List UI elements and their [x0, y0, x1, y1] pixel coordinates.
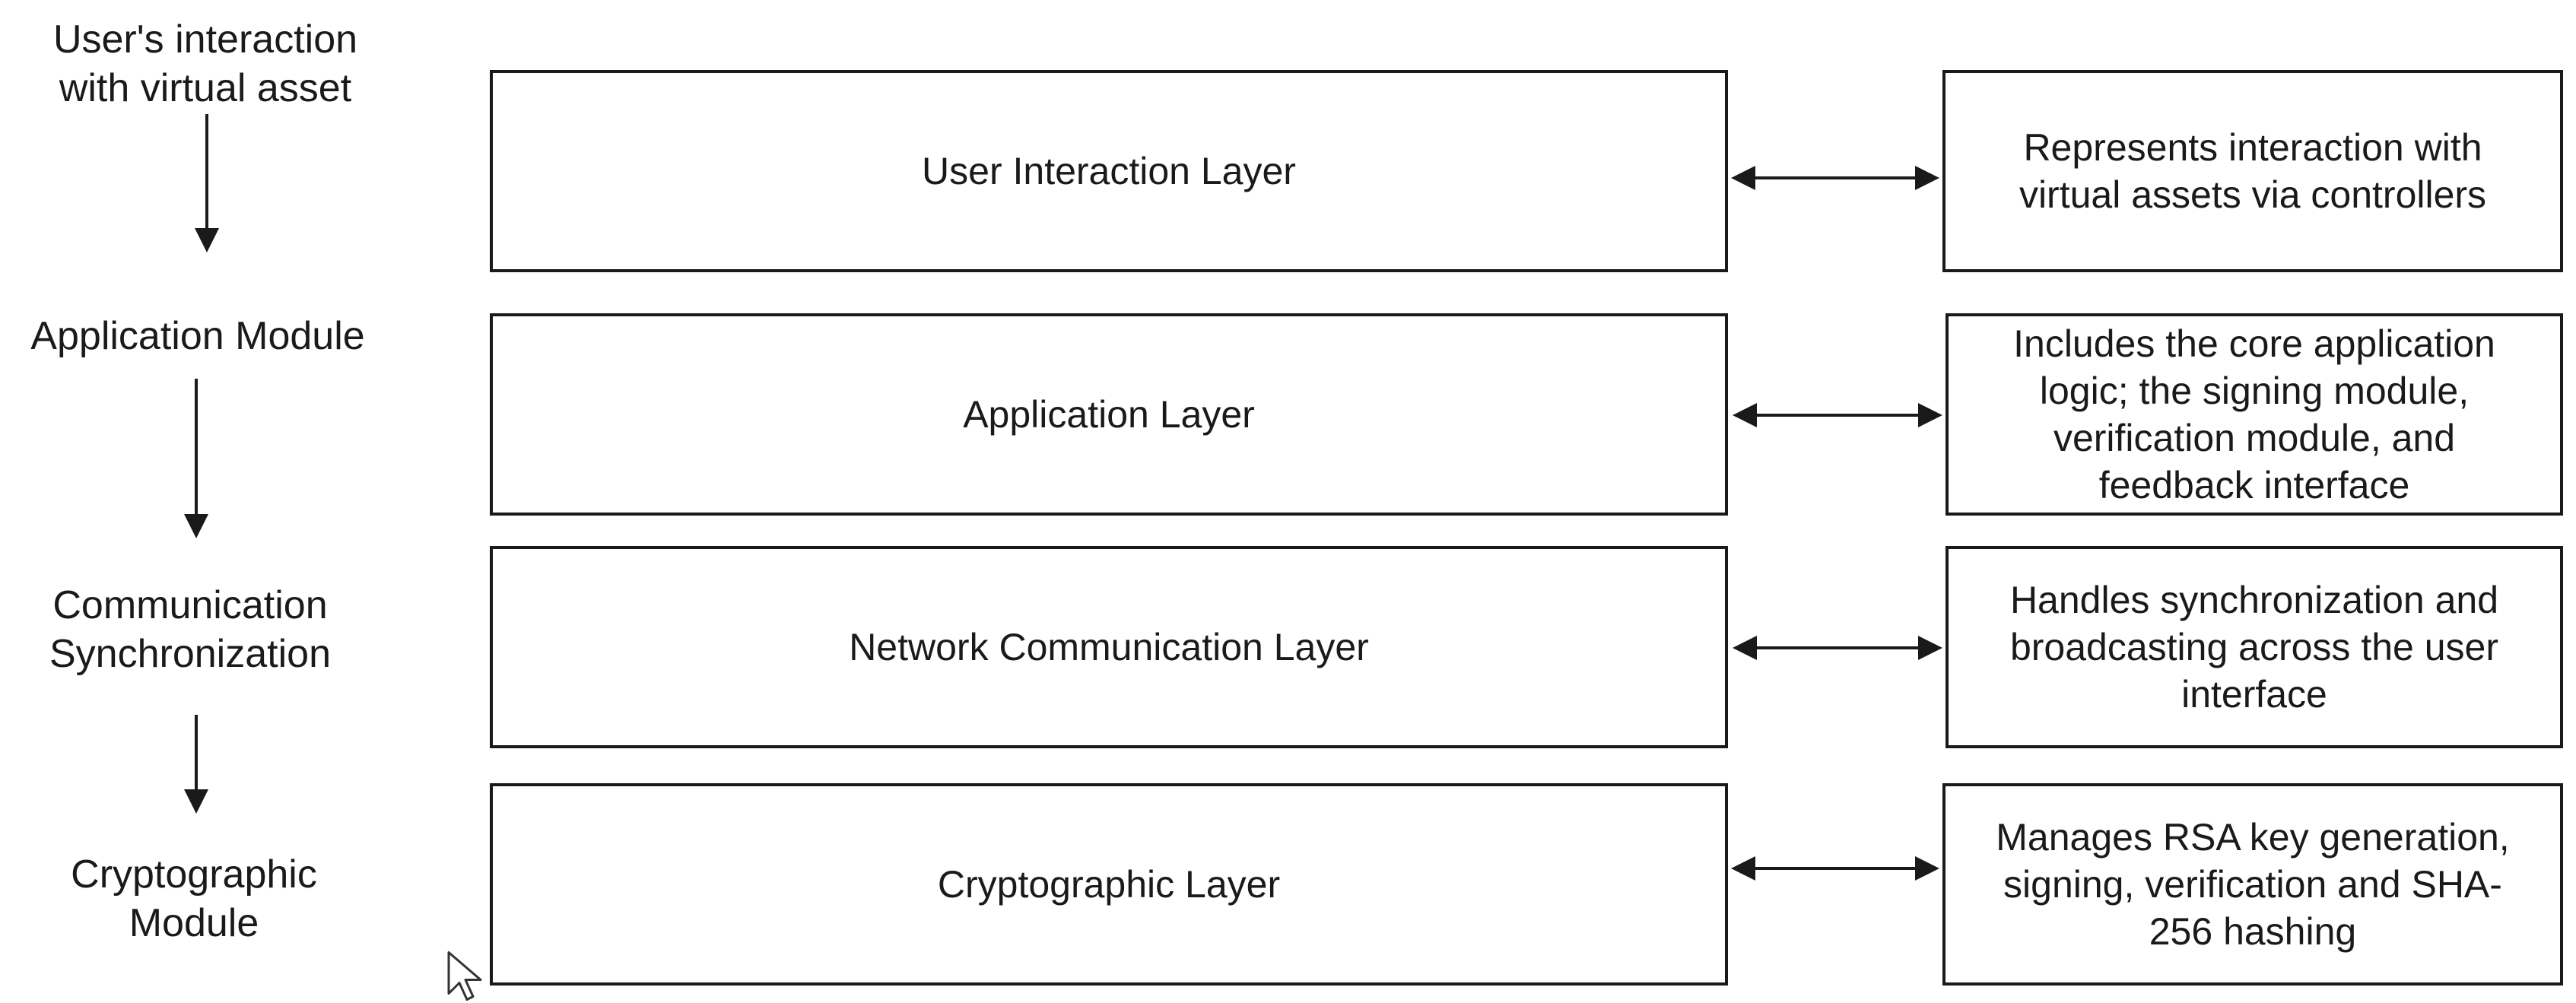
bidirectional-arrow-1: [1731, 166, 1939, 190]
layer-label: User Interaction Layer: [922, 150, 1296, 192]
description-text: Handles synchronization and broadcasting…: [2009, 579, 2499, 716]
layer-box-user-interaction: User Interaction Layer: [490, 70, 1728, 272]
bidirectional-arrow-3: [1733, 636, 1942, 660]
layer-box-network-communication: Network Communication Layer: [490, 546, 1728, 748]
bidirectional-arrow-4: [1731, 856, 1939, 881]
down-arrow-1: [195, 114, 219, 252]
step-label-cryptographic-module: Cryptographic Module: [71, 852, 317, 945]
layer-label: Cryptographic Layer: [937, 863, 1281, 906]
description-text: Manages RSA key generation, signing, ver…: [1996, 816, 2510, 953]
description-text: Includes the core application logic; the…: [2013, 322, 2495, 506]
layer-label: Network Communication Layer: [849, 626, 1369, 668]
mouse-pointer-icon: [447, 951, 482, 1001]
description-box-network-communication: Handles synchronization and broadcasting…: [1945, 546, 2563, 748]
down-arrow-3: [184, 715, 208, 814]
step-label-communication-sync: Communication Synchronization: [49, 583, 331, 676]
description-box-user-interaction: Represents interaction with virtual asse…: [1942, 70, 2563, 272]
layer-box-application: Application Layer: [490, 313, 1728, 516]
down-arrow-2: [184, 379, 208, 538]
bidirectional-arrow-2: [1733, 403, 1942, 427]
description-text: Represents interaction with virtual asse…: [2019, 126, 2487, 216]
step-label-user-interaction: User's interaction with virtual asset: [52, 17, 358, 110]
description-box-cryptographic: Manages RSA key generation, signing, ver…: [1942, 783, 2563, 986]
layer-label: Application Layer: [963, 393, 1255, 436]
description-box-application: Includes the core application logic; the…: [1945, 313, 2563, 516]
layer-box-cryptographic: Cryptographic Layer: [490, 783, 1728, 986]
step-label-application-module: Application Module: [30, 314, 365, 358]
